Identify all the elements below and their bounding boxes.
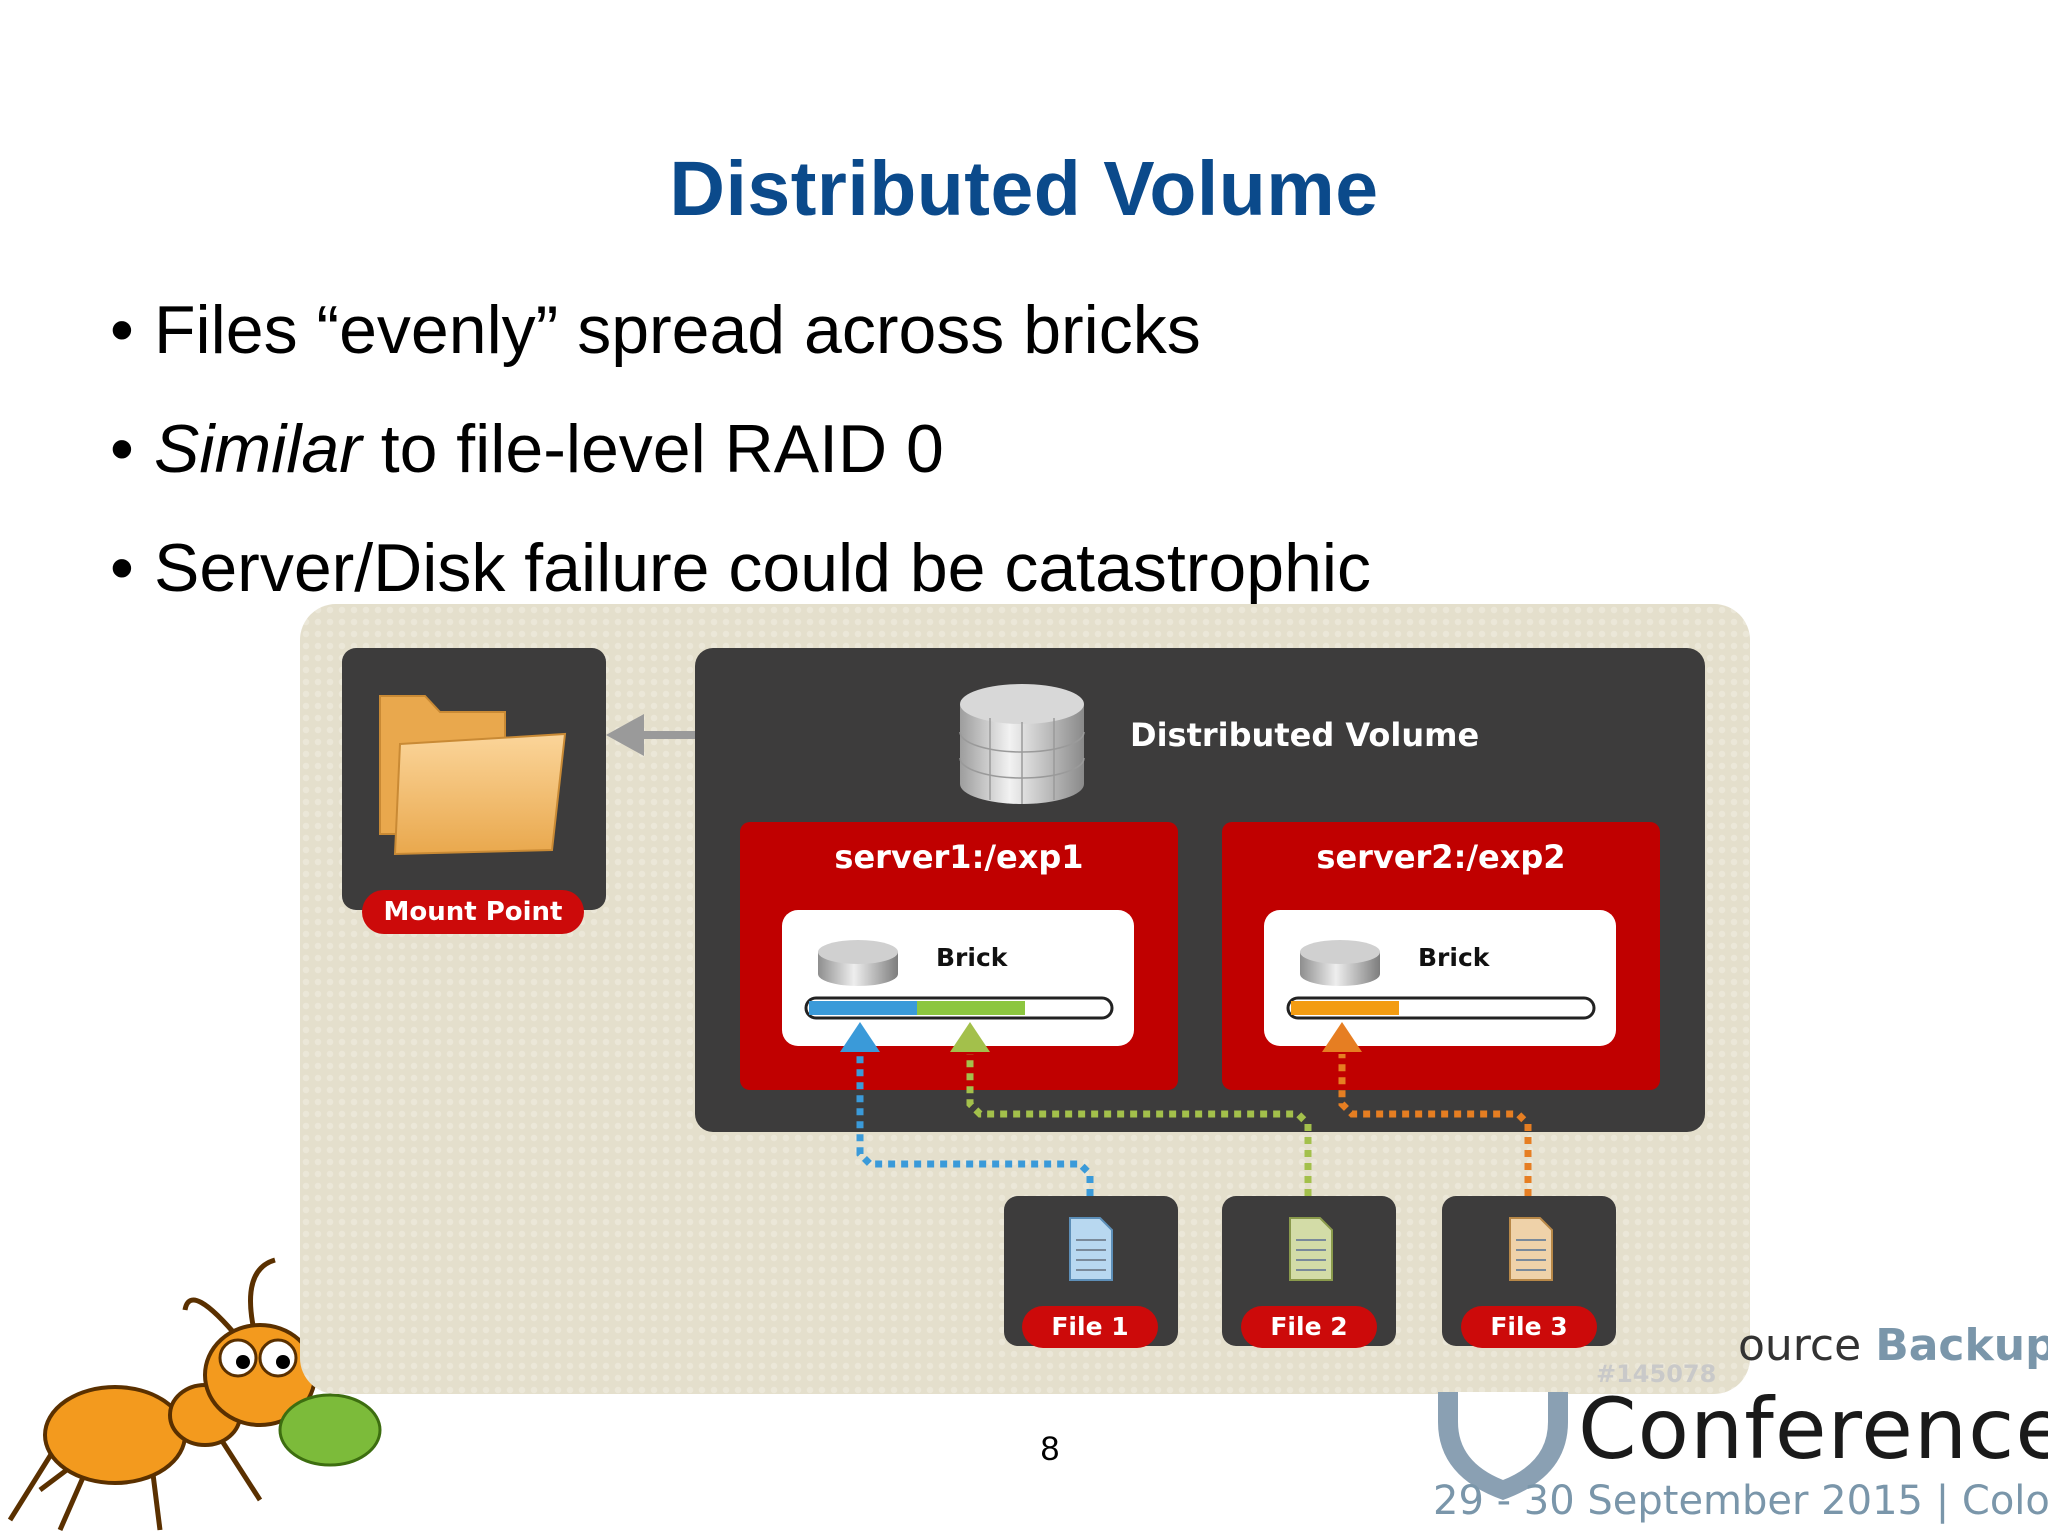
- brick-label: Brick: [936, 943, 1009, 972]
- distributed-volume-diagram: Mount Point Distributed Volume server1:/…: [300, 604, 1750, 1394]
- conference-date: 29 - 30 September 2015 | Cologne: [1433, 1478, 2048, 1524]
- conference-name: Conference: [1578, 1380, 2048, 1478]
- usage-segment-file2: [917, 1001, 1025, 1015]
- bullet-text: Server/Disk failure could be catastrophi…: [154, 530, 1371, 606]
- file-box: File 2: [1222, 1196, 1396, 1348]
- volume-label: Distributed Volume: [1130, 716, 1479, 754]
- diagram-canvas: Mount Point Distributed Volume server1:/…: [300, 604, 1750, 1394]
- brick-disk-icon: [818, 940, 898, 986]
- server-label: server1:/exp1: [834, 838, 1083, 876]
- bullet-marker: •: [110, 282, 154, 378]
- conference-accent: Backup: [1875, 1320, 2048, 1371]
- bullet-item: •Files “evenly” spread across bricks: [110, 282, 1371, 401]
- conference-top-line: ource Backup: [1738, 1320, 2048, 1371]
- bullet-text: to file-level RAID 0: [362, 411, 944, 487]
- volume-cylinder-icon: [960, 684, 1084, 804]
- page-number: 8: [1020, 1430, 1080, 1469]
- brick-usage-bar: [1288, 998, 1594, 1018]
- mount-arrow-head: [606, 714, 644, 756]
- bullet-item: •Similar to file-level RAID 0: [110, 401, 1371, 520]
- file-label: File 2: [1270, 1312, 1347, 1341]
- file-label: File 3: [1490, 1312, 1567, 1341]
- brick-label: Brick: [1418, 943, 1491, 972]
- mount-point-label: Mount Point: [383, 897, 562, 927]
- usage-segment-file3: [1291, 1001, 1399, 1015]
- file-label: File 1: [1051, 1312, 1128, 1341]
- bullet-marker: •: [110, 520, 154, 616]
- slide-title: Distributed Volume: [0, 145, 2048, 234]
- bullet-text: Files “evenly” spread across bricks: [154, 292, 1201, 368]
- file-box: File 3: [1442, 1196, 1616, 1348]
- server-label: server2:/exp2: [1316, 838, 1565, 876]
- bullet-emphasis: Similar: [154, 411, 362, 487]
- brick-disk-icon: [1300, 940, 1380, 986]
- usage-segment-file1: [809, 1001, 917, 1015]
- file-box: File 1: [1004, 1196, 1178, 1348]
- brick-usage-bar: [806, 998, 1112, 1018]
- bullet-list: •Files “evenly” spread across bricks •Si…: [110, 282, 1371, 639]
- conference-prefix: ource: [1738, 1320, 1875, 1371]
- bullet-marker: •: [110, 401, 154, 497]
